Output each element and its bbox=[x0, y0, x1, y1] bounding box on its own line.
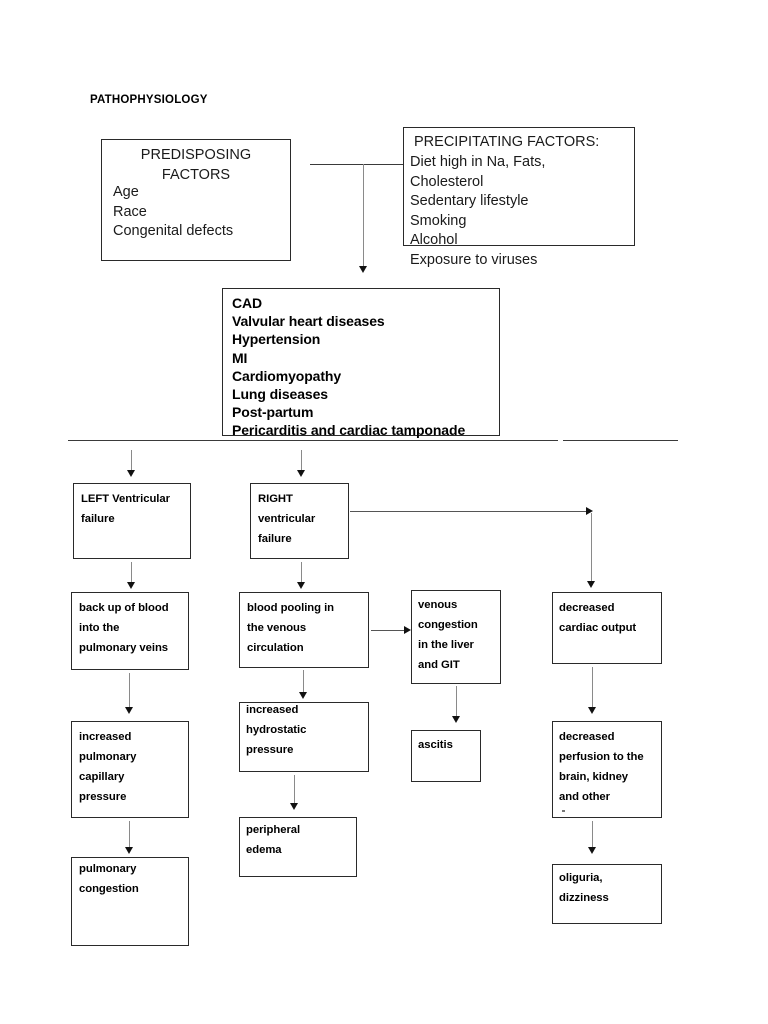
arrowhead-left-vf bbox=[127, 470, 135, 477]
back-up-of-blood-label: back up of blood into the pulmonary vein… bbox=[79, 602, 169, 654]
arrowhead-perfusion bbox=[588, 707, 596, 714]
cardiac-causes-items: CAD Valvular heart diseases Hypertension… bbox=[232, 295, 466, 439]
arrowhead-backup bbox=[127, 582, 135, 589]
node-increased-hydrostatic-pressure bbox=[239, 702, 369, 772]
edge-cardiac-output-to-perfusion bbox=[592, 667, 593, 709]
node-cardiac-causes bbox=[222, 288, 500, 436]
edge-blood-pooling-to-hydrostatic bbox=[303, 670, 304, 694]
section-divider-left bbox=[68, 440, 558, 441]
blood-pooling-label: blood pooling in the venous circulation bbox=[247, 602, 335, 654]
node-venous-congestion bbox=[411, 590, 501, 684]
edge-trunk-down-to-causes bbox=[363, 164, 364, 268]
arrowhead-pulmonary-congestion bbox=[125, 847, 133, 854]
edge-blood-pooling-to-venous-congestion bbox=[371, 630, 406, 631]
arrowhead-hydrostatic bbox=[299, 692, 307, 699]
node-pulmonary-congestion bbox=[71, 857, 189, 946]
node-increased-pulmonary-capillary-pressure bbox=[71, 721, 189, 818]
edge-hydrostatic-to-peripheral-edema bbox=[294, 775, 295, 805]
section-divider-right bbox=[563, 440, 678, 441]
edge-predisposing-to-trunk bbox=[310, 164, 403, 165]
arrowhead-capillary-pressure bbox=[125, 707, 133, 714]
arrowhead-peripheral-edema bbox=[290, 803, 298, 810]
arrowhead-venous-congestion bbox=[404, 626, 411, 634]
edge-venous-congestion-to-ascitis bbox=[456, 686, 457, 718]
right-ventricular-failure-label: RIGHT ventricular failure bbox=[258, 493, 316, 545]
ascitis-label: ascitis bbox=[418, 739, 453, 751]
node-ascitis bbox=[411, 730, 481, 782]
node-back-up-of-blood bbox=[71, 592, 189, 670]
node-predisposing-factors bbox=[101, 139, 291, 261]
node-blood-pooling bbox=[239, 592, 369, 668]
edge-perfusion-to-oliguria bbox=[592, 821, 593, 849]
edge-causes-to-left-vf bbox=[131, 450, 132, 472]
edge-backup-to-capillary-pressure bbox=[129, 673, 130, 709]
peripheral-edema-label: peripheral edema bbox=[246, 824, 301, 856]
arrowhead-oliguria bbox=[588, 847, 596, 854]
node-oliguria-dizziness bbox=[552, 864, 662, 924]
node-decreased-cardiac-output bbox=[552, 592, 662, 664]
edge-right-vf-to-blood-pooling bbox=[301, 562, 302, 584]
edge-left-vf-to-backup bbox=[131, 562, 132, 584]
arrowhead-right-vf bbox=[297, 470, 305, 477]
page-title: PATHOPHYSIOLOGY bbox=[90, 94, 208, 106]
pulmonary-congestion-label: pulmonary congestion bbox=[79, 863, 139, 895]
arrowhead-blood-pooling bbox=[297, 582, 305, 589]
edge-right-vf-to-cardiac-output-vertical bbox=[591, 513, 592, 583]
predisposing-factors-items: Age Race Congenital defects bbox=[113, 184, 234, 239]
arrowhead-ascitis bbox=[452, 716, 460, 723]
node-precipitating-factors bbox=[403, 127, 635, 246]
venous-congestion-label: venous congestion in the liver and GIT bbox=[418, 599, 478, 671]
arrowhead-cardiac-output-right bbox=[586, 507, 593, 515]
decreased-perfusion-label: decreased perfusion to the brain, kidney… bbox=[559, 731, 644, 803]
node-decreased-perfusion bbox=[552, 721, 662, 818]
node-right-ventricular-failure bbox=[250, 483, 349, 559]
clipped-text-artifact bbox=[562, 810, 565, 812]
edge-causes-to-right-vf bbox=[301, 450, 302, 472]
edge-right-vf-to-cardiac-output-horizontal bbox=[350, 511, 590, 512]
node-peripheral-edema bbox=[239, 817, 357, 877]
increased-pulmonary-capillary-pressure-label: increased pulmonary capillary pressure bbox=[79, 731, 137, 803]
oliguria-dizziness-label: oliguria, dizziness bbox=[559, 872, 609, 904]
node-left-ventricular-failure bbox=[73, 483, 191, 559]
predisposing-factors-heading: PREDISPOSING FACTORS bbox=[140, 147, 252, 183]
arrowhead-into-causes bbox=[359, 266, 367, 273]
arrowhead-cardiac-output-down bbox=[587, 581, 595, 588]
precipitating-factors-items: Diet high in Na, Fats, Cholesterol Seden… bbox=[410, 154, 546, 268]
increased-hydrostatic-pressure-label: increased hydrostatic pressure bbox=[246, 704, 307, 756]
precipitating-factors-heading: PRECIPITATING FACTORS: bbox=[414, 134, 600, 150]
edge-capillary-to-pulmonary-congestion bbox=[129, 821, 130, 849]
left-ventricular-failure-label: LEFT Ventricular failure bbox=[81, 493, 170, 525]
decreased-cardiac-output-label: decreased cardiac output bbox=[559, 602, 637, 634]
